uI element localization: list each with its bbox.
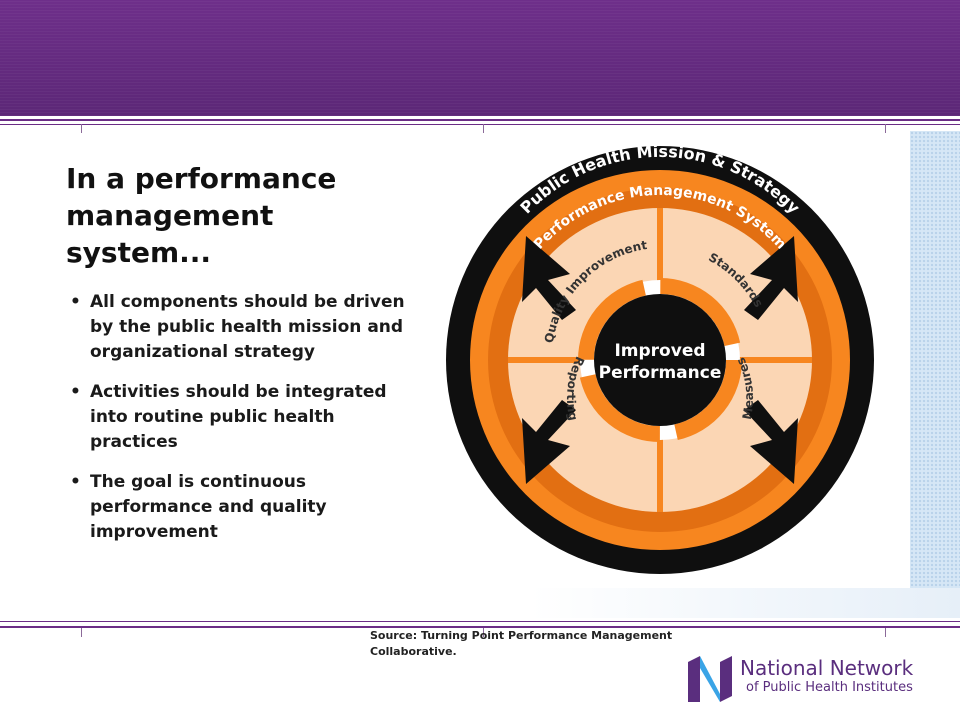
- cycle-ring: [578, 278, 742, 442]
- center-disc: [594, 294, 726, 426]
- arrow-bottom-right: [744, 400, 798, 484]
- performance-management-diagram: Public Health Mission & Strategy Perform…: [446, 142, 874, 574]
- logo-line2: of Public Health Institutes: [746, 680, 913, 695]
- header-tick: [81, 124, 82, 133]
- header-rule-thin: [0, 124, 960, 125]
- footer-tick: [483, 628, 484, 637]
- footer-rule-thin: [0, 621, 960, 622]
- header-tick: [483, 124, 484, 133]
- footer-tick: [885, 628, 886, 637]
- arrow-top-right: [744, 236, 798, 320]
- bullet-item: Activities should be integrated into rou…: [66, 380, 406, 455]
- logo-text: National Network of Public Health Instit…: [740, 656, 913, 696]
- footer-rule: [0, 626, 960, 628]
- arrow-bottom-left: [522, 400, 576, 484]
- decorative-fade: [530, 588, 960, 618]
- header-band: [0, 0, 960, 116]
- slide-title: In a performance management system...: [66, 162, 337, 269]
- center-label-line2: Performance: [599, 363, 722, 383]
- header-rule: [0, 119, 960, 121]
- center-label-line1: Improved: [614, 341, 705, 361]
- nnphi-logo: National Network of Public Health Instit…: [686, 654, 946, 706]
- bullet-item: The goal is continuous performance and q…: [66, 470, 406, 545]
- footer-tick: [81, 628, 82, 637]
- logo-line1: National Network: [740, 656, 914, 680]
- nnphi-logo-mark-icon: [688, 656, 732, 702]
- header-tick: [885, 124, 886, 133]
- decorative-strip: [910, 131, 960, 593]
- bullet-list: All components should be driven by the p…: [66, 290, 406, 560]
- bullet-item: All components should be driven by the p…: [66, 290, 406, 365]
- arrow-top-left: [522, 236, 576, 320]
- source-citation: Source: Turning Point Performance Manage…: [370, 629, 673, 658]
